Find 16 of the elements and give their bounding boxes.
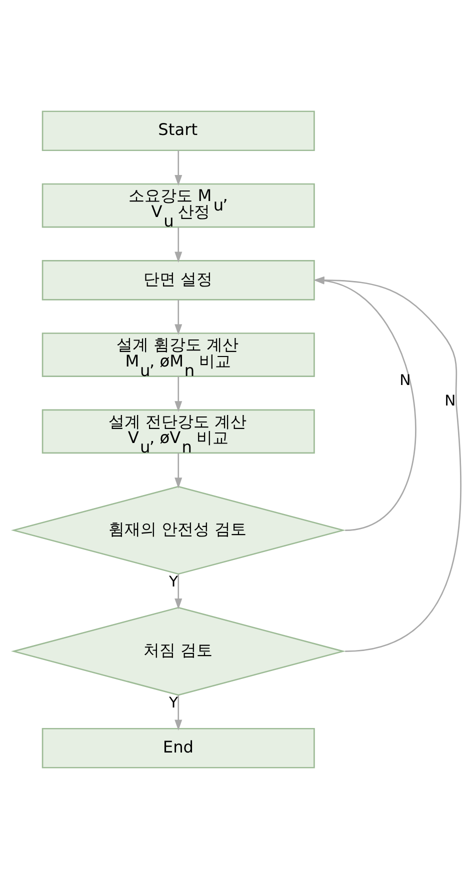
node-diamond: 처짐 검토 [11,606,346,696]
arrow [174,376,182,412]
edge-label: Y [168,572,178,590]
edge-label: N [444,392,456,410]
node-box: End [42,727,315,768]
arrow [174,574,182,609]
arrow [174,299,182,335]
node-diamond: 휨재의 안전성 검토 [11,485,346,574]
edge-label: N [400,371,411,388]
arrow [174,694,182,730]
node-box: 단면 설정 [42,259,315,300]
arrow [174,150,182,186]
arrow [174,226,182,262]
node-box: Start [42,110,315,151]
edge-label: Y [168,694,178,711]
arrow [174,452,182,488]
